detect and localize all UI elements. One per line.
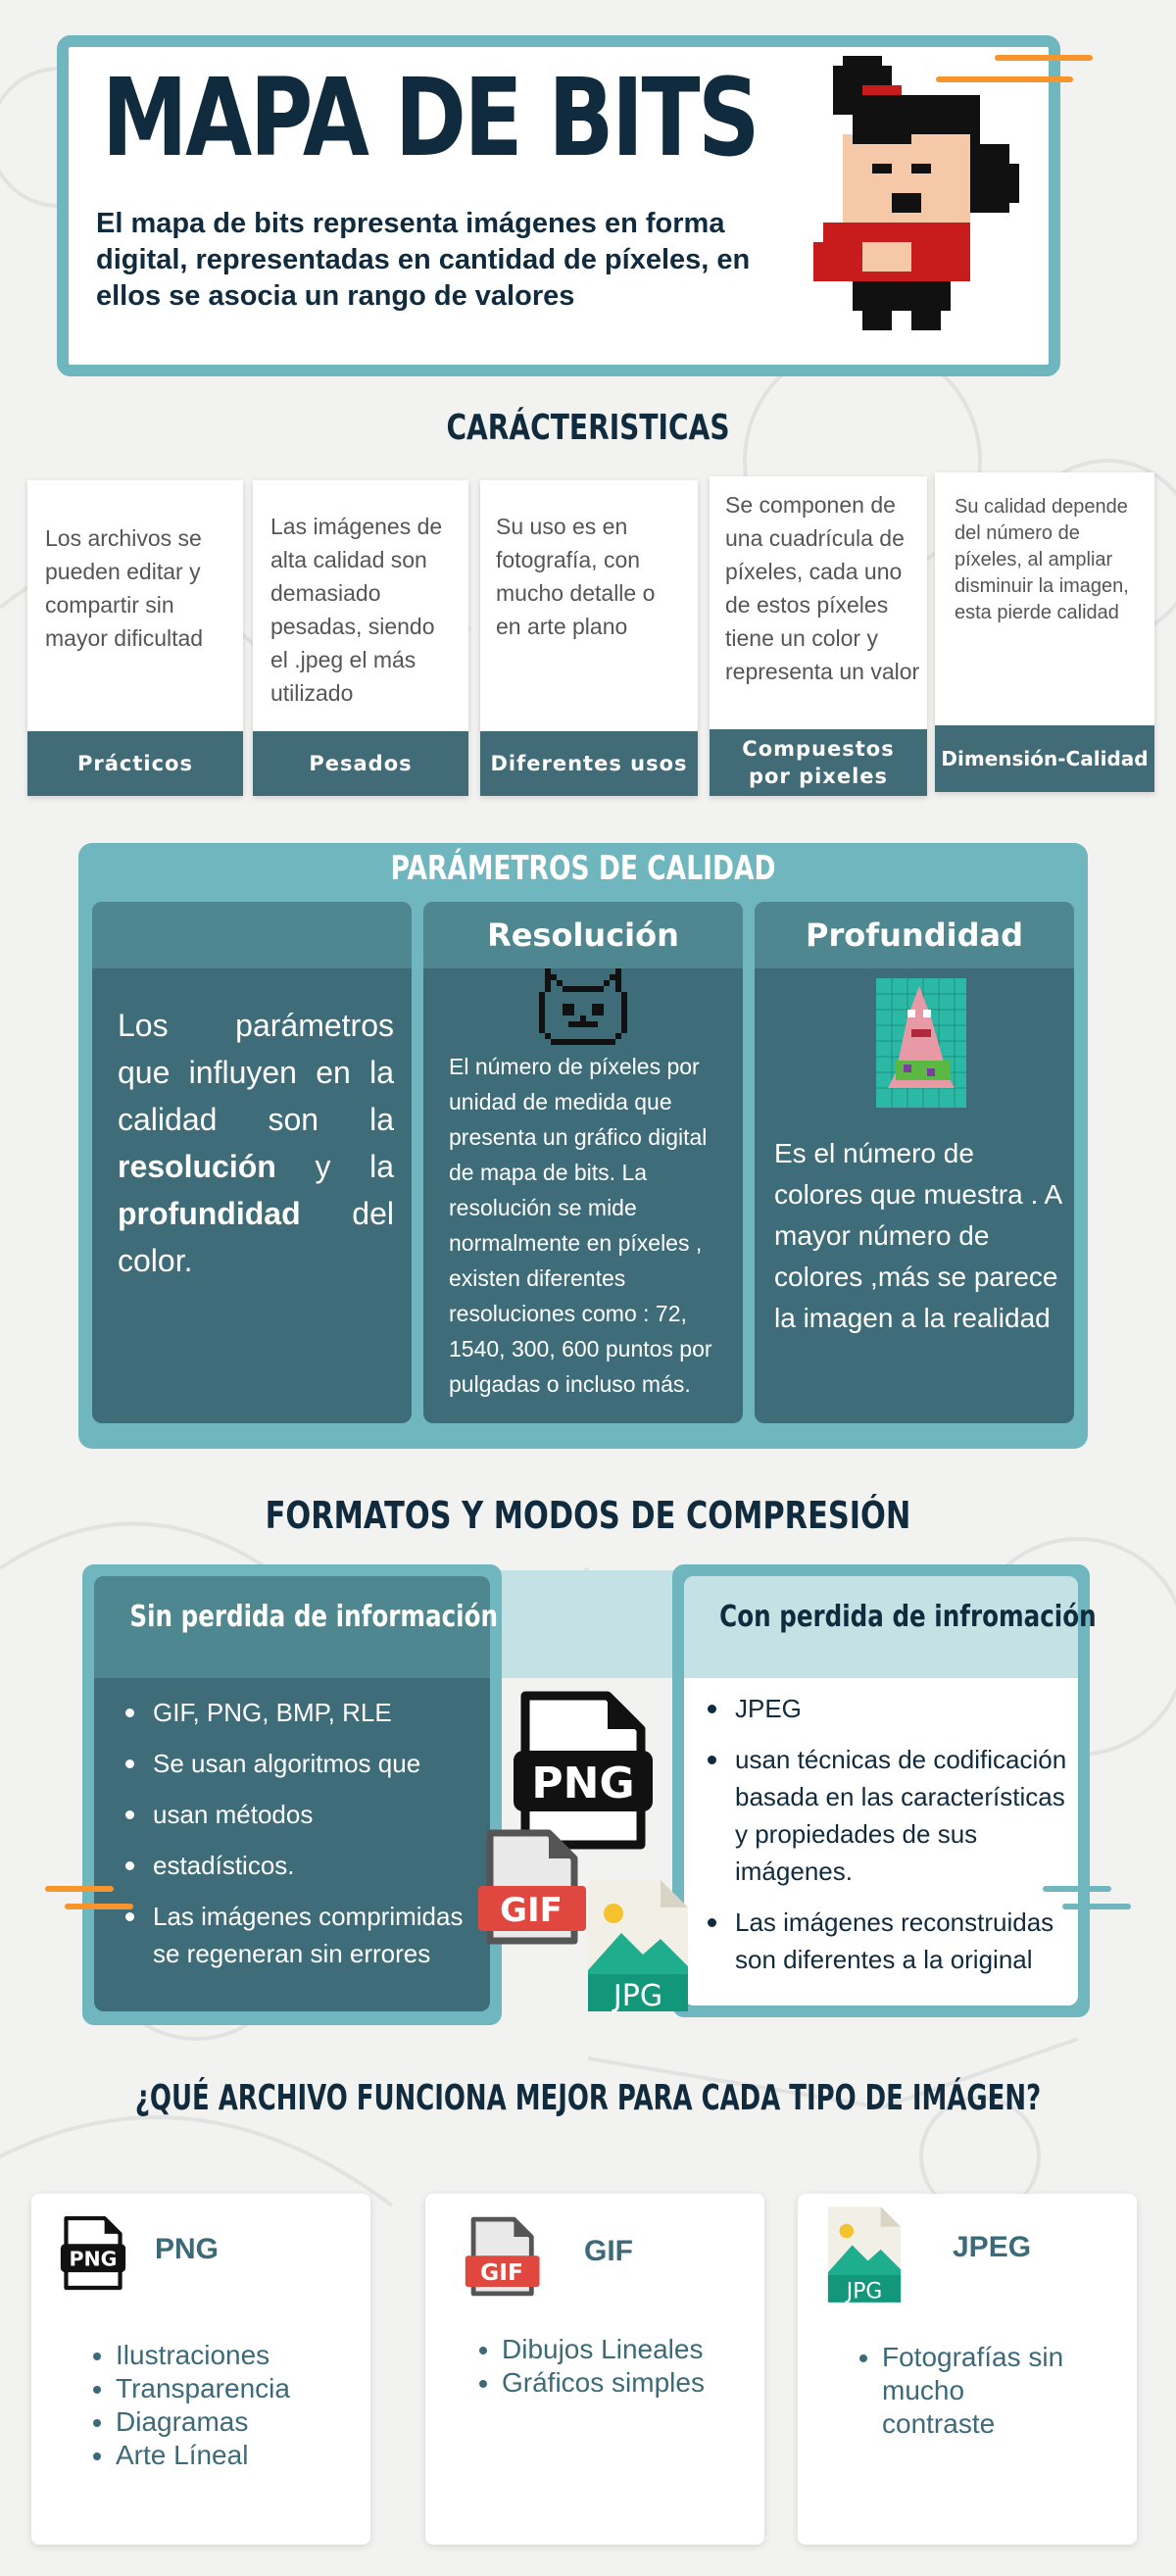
characteristic-card: Los archivos se pueden editar y comparti… — [27, 480, 243, 796]
png-file-icon: PNG — [514, 1691, 653, 1850]
formats-connector — [490, 1570, 686, 1678]
characteristic-card: Su uso es en fotografía, con mucho detal… — [480, 480, 698, 796]
png-file-icon: PNG — [60, 2215, 126, 2291]
gif-file-icon: GIF — [465, 2216, 540, 2297]
lossless-title: Sin perdida de información — [129, 1600, 499, 1634]
characteristic-text: Su calidad depende del número de píxeles… — [955, 496, 1129, 623]
characteristic-text: Su uso es en fotografía, con mucho detal… — [496, 514, 656, 639]
characteristic-text: Las imágenes de alta calidad son demasia… — [270, 514, 443, 706]
header-description: El mapa de bits representa imágenes en f… — [96, 208, 751, 312]
best-format-title: ¿QUÉ ARCHIVO FUNCIONA MEJOR PARA CADA TI… — [134, 2078, 1042, 2118]
depth-column: Profundidad Es el número de colores que … — [755, 902, 1074, 1423]
lossless-header — [94, 1576, 490, 1678]
characteristic-label: Diferentes usos — [480, 731, 698, 796]
list-item: estadísticos. — [120, 1847, 482, 1884]
format-use-list: Dibujos Lineales Gráficos simples — [472, 2333, 757, 2400]
page-title: MAPA DE BITS — [102, 55, 760, 180]
resolution-column: Resolución El número de píxeles por unid… — [423, 902, 743, 1423]
list-item: GIF, PNG, BMP, RLE — [120, 1694, 482, 1731]
quality-intro-bold-depth: profundidad — [118, 1196, 301, 1231]
jpg-icon-label: JPG — [845, 2279, 882, 2304]
lossy-header — [684, 1576, 1078, 1678]
list-item: Fotografías sin mucho contraste — [882, 2341, 1078, 2441]
format-use-list: Fotografías sin mucho contraste — [853, 2341, 1078, 2441]
orange-deco-lines — [936, 55, 1093, 90]
depth-title: Profundidad — [755, 902, 1074, 968]
characteristic-label: Pesados — [253, 731, 468, 796]
list-item: Dibujos Lineales — [502, 2333, 757, 2366]
list-item: Ilustraciones — [116, 2339, 361, 2372]
jpg-file-icon: JPG — [827, 2206, 902, 2304]
quality-intro-text: Los parámetros que influyen en la calida… — [118, 1002, 394, 1284]
format-name: PNG — [155, 2233, 220, 2265]
list-item: Gráficos simples — [502, 2366, 757, 2400]
characteristic-label: Prácticos — [27, 731, 243, 796]
png-icon-label: PNG — [531, 1759, 634, 1808]
quality-intro-mid: y la — [315, 1149, 394, 1184]
characteristic-text: Se componen de una cuadrícula de píxeles… — [725, 492, 920, 684]
resolution-title: Resolución — [423, 902, 743, 968]
list-item: Transparencia — [116, 2372, 361, 2405]
jpg-icon-label: JPG — [612, 1979, 662, 2013]
quality-intro-column: Los parámetros que influyen en la calida… — [92, 902, 412, 1423]
quality-intro-header — [92, 902, 412, 968]
list-item: Las imágenes reconstruidas son diferente… — [702, 1904, 1078, 1978]
png-icon-label: PNG — [69, 2248, 117, 2271]
characteristic-label: Dimensión-Calidad — [935, 725, 1154, 792]
format-card-jpeg: JPG JPEG Fotografías sin mucho contraste — [798, 2194, 1137, 2545]
pixel-cat-icon — [539, 968, 627, 1045]
list-item: Diagramas — [116, 2405, 361, 2439]
gif-icon-label: GIF — [500, 1891, 563, 1930]
resolution-text: El número de píxeles por unidad de medid… — [449, 1054, 712, 1397]
quality-intro-bold-resolution: resolución — [118, 1149, 276, 1184]
lossless-list: GIF, PNG, BMP, RLE Se usan algoritmos qu… — [120, 1694, 482, 1972]
list-item: usan métodos — [120, 1796, 482, 1833]
characteristic-text: Los archivos se pueden editar y comparti… — [45, 525, 204, 651]
orange-deco-lines — [45, 1886, 133, 1915]
format-name: JPEG — [953, 2231, 1032, 2263]
list-item: Arte Líneal — [116, 2439, 361, 2472]
pixel-starfish-icon — [876, 978, 966, 1108]
characteristics-title: CARÁCTERISTICAS — [446, 408, 730, 448]
formats-title: FORMATOS Y MODOS DE COMPRESIÓN — [265, 1494, 911, 1537]
depth-text: Es el número de colores que muestra . A … — [774, 1138, 1061, 1333]
characteristic-label: Compuestos por pixeles — [710, 729, 927, 796]
jpg-file-icon: JPG — [588, 1880, 688, 2013]
lossy-title: Con perdida de infromación — [719, 1600, 1097, 1634]
list-item: Se usan algoritmos que — [120, 1745, 482, 1782]
characteristic-card: Su calidad depende del número de píxeles… — [935, 472, 1154, 792]
format-name: GIF — [584, 2235, 633, 2267]
quality-title: PARÁMETROS DE CALIDAD — [390, 849, 776, 888]
teal-deco-lines — [1043, 1886, 1131, 1915]
list-item: Las imágenes comprimidas se regeneran si… — [120, 1898, 482, 1972]
format-card-png: PNG PNG Ilustraciones Transparencia Diag… — [31, 2194, 370, 2545]
format-card-gif: GIF GIF Dibujos Lineales Gráficos simple… — [425, 2194, 764, 2545]
gif-file-icon: GIF — [478, 1829, 586, 1945]
quality-intro-suffix: del color. — [118, 1196, 394, 1278]
characteristic-card: Las imágenes de alta calidad son demasia… — [253, 480, 468, 796]
format-use-list: Ilustraciones Transparencia Diagramas Ar… — [86, 2339, 361, 2472]
gif-icon-label: GIF — [480, 2258, 523, 2286]
list-item: usan técnicas de codificación basada en … — [702, 1741, 1078, 1890]
quality-intro-prefix: Los parámetros que influyen en la calida… — [118, 1008, 394, 1137]
list-item: JPEG — [702, 1690, 1078, 1727]
characteristic-card: Se componen de una cuadrícula de píxeles… — [710, 476, 927, 796]
pixel-character-illustration — [813, 56, 1019, 330]
lossy-list: JPEG usan técnicas de codificación basad… — [702, 1690, 1078, 1978]
